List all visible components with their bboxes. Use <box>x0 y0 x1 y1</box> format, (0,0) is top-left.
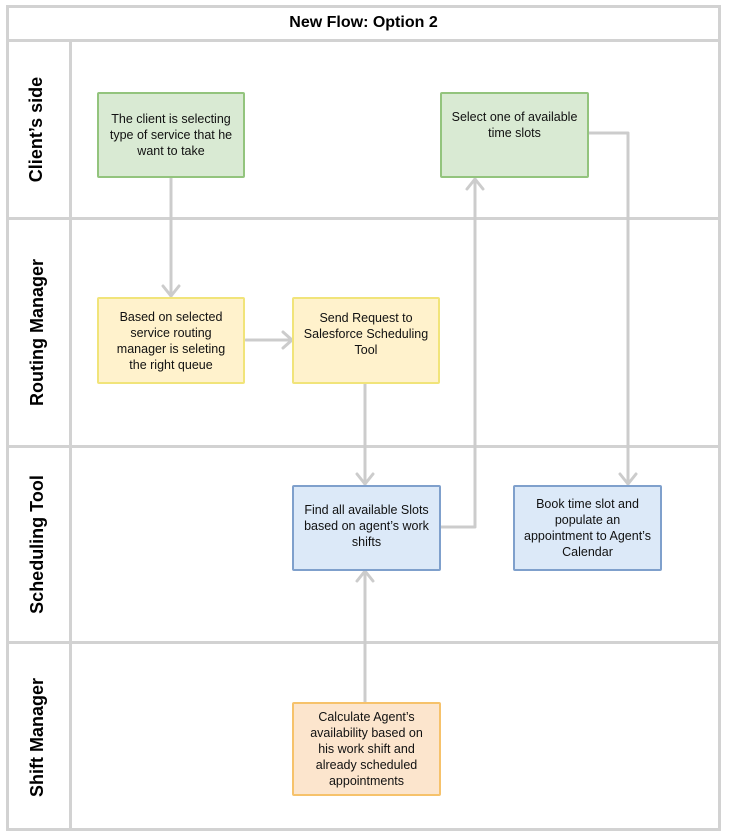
box-routing-queue-text: Based on selected service routing manage… <box>116 309 226 372</box>
diagram-frame <box>6 5 721 831</box>
box-client-select-service: The client is selecting type of service … <box>97 92 245 178</box>
arrow-slot-to-book <box>587 131 630 486</box>
box-routing-queue: Based on selected service routing manage… <box>97 297 245 384</box>
box-scheduling-book-slot: Book time slot and populate an appointme… <box>513 485 662 571</box>
arrow-find-to-slot <box>439 177 477 529</box>
box-client-select-service-text: The client is selecting type of service … <box>109 112 233 158</box>
arrowhead-find-to-slot <box>465 177 485 191</box>
box-client-select-slot: Select one of available time slots <box>440 92 589 178</box>
arrowhead-slot-to-book <box>618 472 638 486</box>
title-divider <box>6 39 721 42</box>
box-routing-send-request: Send Request to Salesforce Scheduling To… <box>292 297 440 384</box>
box-scheduling-book-slot-text: Book time slot and populate an appointme… <box>524 497 651 559</box>
box-routing-send-request-text: Send Request to Salesforce Scheduling To… <box>303 310 429 357</box>
box-shift-calculate: Calculate Agent’s availability based on … <box>292 702 441 796</box>
box-scheduling-find-slots: Find all available Slots based on agent’… <box>292 485 441 571</box>
box-scheduling-find-slots-text: Find all available Slots based on agent’… <box>304 503 429 549</box>
arrowhead-service-to-queue <box>161 284 181 298</box>
arrowhead-request-to-find <box>355 472 375 486</box>
diagram-title: New Flow: Option 2 <box>289 13 438 31</box>
box-shift-calculate-text: Calculate Agent’s availability based on … <box>310 710 423 788</box>
arrowhead-shift-to-find <box>355 569 375 583</box>
box-client-select-slot-text: Select one of available time slots <box>451 110 578 140</box>
lane-divider-1 <box>6 217 721 220</box>
label-column-divider <box>69 40 72 830</box>
